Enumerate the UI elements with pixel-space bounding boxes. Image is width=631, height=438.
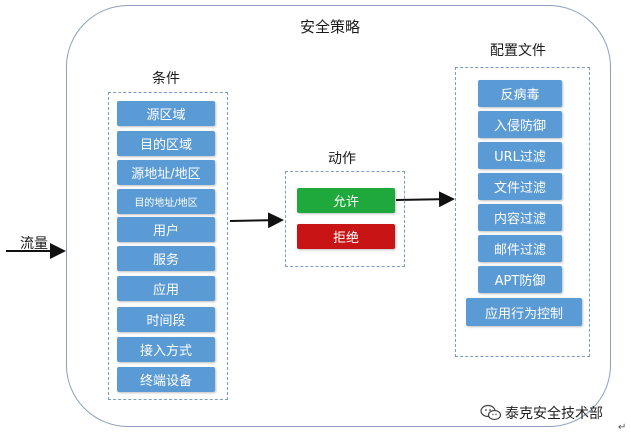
profile-intrusion-prevention: 入侵防御 [478, 111, 562, 138]
return-mark: ↵ [618, 422, 627, 433]
profiles-heading: 配置文件 [490, 43, 546, 59]
condition-application: 应用 [117, 276, 215, 301]
condition-destination-zone: 目的区域 [117, 131, 215, 156]
watermark-text: 泰克安全技术部 [505, 406, 603, 422]
actions-heading: 动作 [328, 151, 356, 167]
condition-source-zone: 源区域 [117, 101, 215, 126]
condition-access-method: 接入方式 [117, 337, 215, 362]
actions-group [285, 171, 405, 267]
condition-time-range: 时间段 [117, 307, 215, 332]
actions-to-profiles-arrow [395, 191, 455, 208]
condition-service: 服务 [117, 246, 215, 271]
condition-destination-address: 目的地址/地区 [117, 189, 215, 214]
security-policy-frame [66, 5, 611, 427]
profile-app-behavior-control: 应用行为控制 [466, 298, 582, 326]
profile-content-filtering: 内容过滤 [478, 204, 562, 231]
diagram-title: 安全策略 [300, 18, 361, 36]
profile-mail-filtering: 邮件过滤 [478, 235, 562, 262]
wechat-icon [480, 404, 502, 421]
profile-file-filtering: 文件过滤 [478, 173, 562, 200]
action-deny: 拒绝 [297, 224, 395, 249]
condition-user: 用户 [117, 217, 215, 242]
traffic-label: 流量 [20, 236, 48, 252]
profiles-group [455, 67, 590, 357]
conditions-to-actions-arrow [229, 212, 284, 229]
condition-source-address: 源地址/地区 [117, 160, 215, 185]
conditions-heading: 条件 [152, 71, 180, 87]
profile-antivirus: 反病毒 [478, 80, 562, 107]
action-allow: 允许 [297, 188, 395, 213]
profile-url-filtering: URL过滤 [478, 142, 562, 169]
conditions-group [108, 92, 228, 400]
profile-apt-defense: APT防御 [478, 266, 562, 293]
condition-terminal-device: 终端设备 [117, 367, 215, 392]
